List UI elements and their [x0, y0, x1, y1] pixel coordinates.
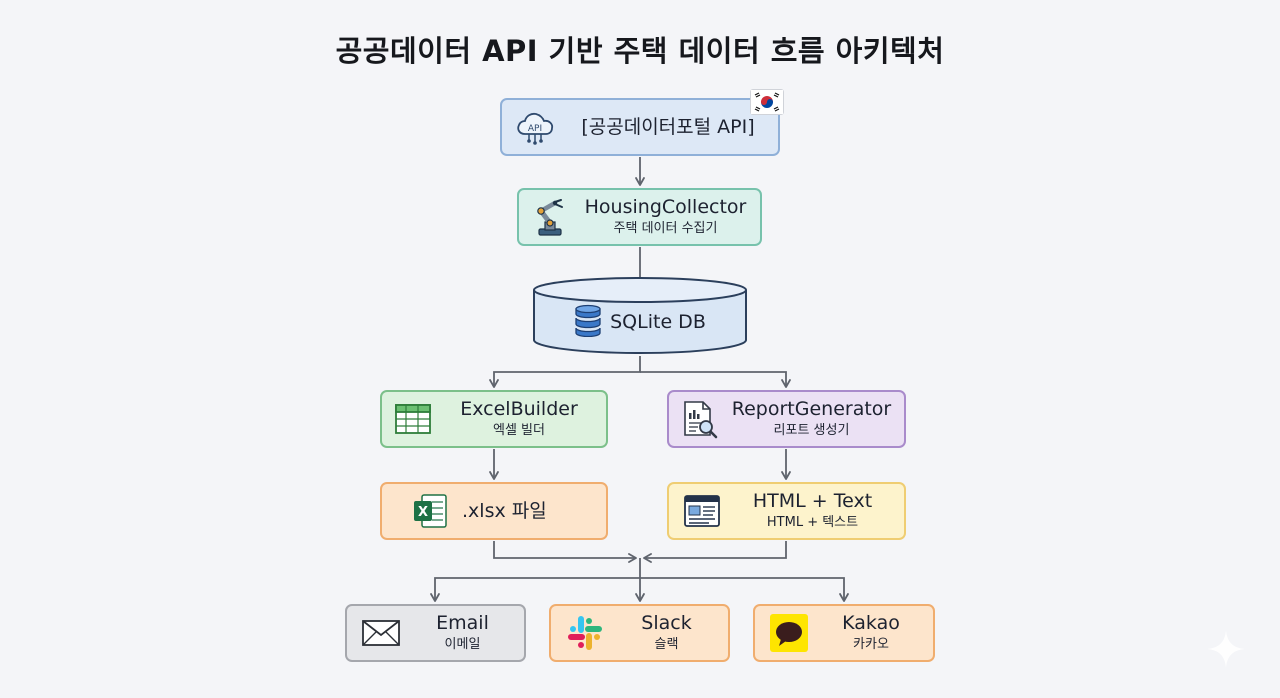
html-text-label: HTML + Text: [752, 490, 873, 512]
slack-sublabel: 슬랙: [654, 637, 679, 652]
browser-window-icon: [683, 494, 721, 528]
svg-text:X: X: [418, 505, 428, 520]
kakao-sublabel: 카카오: [853, 637, 889, 652]
slack-label: Slack: [641, 612, 692, 634]
api-label: [공공데이터포털 API]: [581, 116, 755, 138]
kakao-label: Kakao: [842, 612, 900, 634]
html-text-node: HTML + Text HTML + 텍스트: [667, 482, 906, 540]
xlsx-file-label: .xlsx 파일: [462, 500, 547, 522]
api-node: API [공공데이터포털 API]: [500, 98, 780, 156]
report-search-icon: [681, 399, 719, 439]
korea-flag-icon: [750, 89, 784, 115]
sparkle-icon: [1207, 630, 1245, 668]
excel-builder-sublabel: 엑셀 빌더: [493, 423, 545, 438]
arrow-to-kakao: [640, 577, 849, 602]
collector-sublabel: 주택 데이터 수집기: [613, 221, 718, 236]
database-icon: [574, 303, 602, 341]
kakao-node: Kakao 카카오: [753, 604, 935, 662]
excel-file-icon: X: [412, 492, 448, 530]
excel-builder-label: ExcelBuilder: [460, 398, 578, 420]
report-generator-node: ReportGenerator 리포트 생성기: [667, 390, 906, 448]
envelope-icon: [361, 618, 401, 648]
sqlite-db-node: SQLite DB: [532, 276, 748, 356]
report-generator-sublabel: 리포트 생성기: [773, 423, 850, 438]
arrow-to-email: [430, 577, 640, 602]
arrow-db-report: [640, 371, 791, 388]
db-label: SQLite DB: [610, 311, 706, 333]
collector-label: HousingCollector: [584, 196, 747, 218]
spreadsheet-icon: [394, 403, 432, 435]
svg-text:API: API: [528, 124, 542, 134]
email-node: Email 이메일: [345, 604, 526, 662]
report-generator-label: ReportGenerator: [731, 398, 892, 420]
arrow-xlsx-merge: [493, 541, 637, 563]
excel-builder-node: ExcelBuilder 엑셀 빌더: [380, 390, 608, 448]
arrow-html-merge: [643, 541, 787, 563]
xlsx-file-node: X .xlsx 파일: [380, 482, 608, 540]
email-label: Email: [436, 612, 489, 634]
arrow-db-excel: [489, 356, 641, 388]
slack-node: Slack 슬랙: [549, 604, 730, 662]
diagram-title: 공공데이터 API 기반 주택 데이터 흐름 아키텍처: [335, 34, 945, 68]
slack-icon: [565, 613, 605, 653]
email-sublabel: 이메일: [444, 637, 481, 652]
robot-arm-icon: [531, 196, 571, 238]
collector-node: HousingCollector 주택 데이터 수집기: [517, 188, 762, 246]
html-text-sublabel: HTML + 텍스트: [766, 515, 859, 530]
kakao-talk-icon: [769, 613, 809, 653]
cloud-api-icon: API: [514, 107, 558, 147]
